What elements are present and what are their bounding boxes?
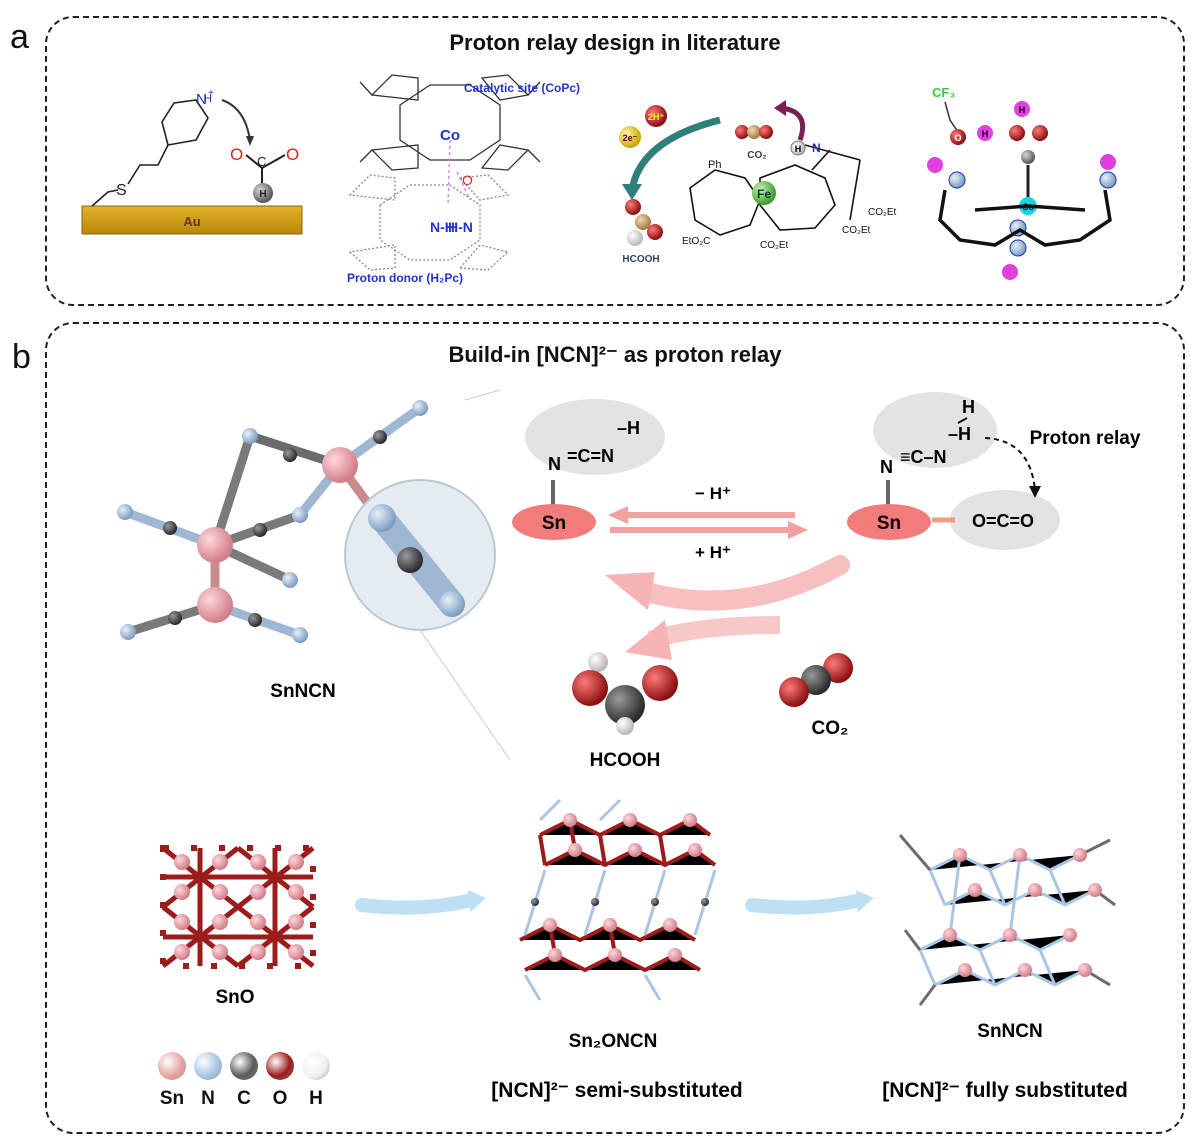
svg-text:CO₂Et: CO₂Et	[868, 207, 897, 218]
proton-donor-label: Proton donor (H₂Pc)	[347, 271, 463, 285]
svg-text:O: O	[954, 133, 961, 143]
au-label: Au	[183, 214, 200, 229]
svg-text:H: H	[982, 129, 989, 139]
svg-text:N: N	[548, 454, 561, 474]
svg-text:N-H: N-H	[430, 219, 455, 235]
svg-text:H: H	[259, 189, 266, 200]
proton-relay-scheme: N =C=N –H N ≡C–N –H H	[512, 392, 1060, 660]
svg-text:2H⁺: 2H⁺	[648, 112, 665, 122]
sn2oncn-label: Sn₂ONCN	[569, 1031, 658, 1052]
snncn-bottom-lattice	[898, 834, 1116, 1006]
svg-text:Ph: Ph	[708, 159, 721, 171]
panel-a-box	[45, 16, 1185, 306]
snncn-top-label: SnNCN	[270, 681, 335, 702]
svg-text:N: N	[812, 141, 821, 155]
minus-h-label: − H⁺	[695, 484, 731, 503]
panel-b-letter: b	[12, 338, 31, 376]
svg-text:H: H	[962, 397, 975, 417]
sn-left-label: Sn	[542, 513, 566, 534]
svg-text:CO₂Et: CO₂Et	[760, 240, 789, 251]
au-pyridinium-structure: Au S N + H O O C H	[81, 88, 303, 235]
panel-a-letter: a	[10, 18, 29, 56]
legend-o-label: O	[272, 1088, 288, 1109]
legend-sn-ball	[158, 1052, 186, 1080]
hcooh-label: HCOOH	[590, 750, 661, 771]
co2-label: CO₂	[812, 718, 849, 739]
co2-double-bond-label: O=C=O	[972, 511, 1034, 531]
sno-label: SnO	[215, 987, 254, 1008]
panel-b-title: Build-in [NCN]²⁻ as proton relay	[448, 342, 782, 367]
arrow-sn2oncn-to-snncn	[745, 893, 867, 915]
svg-text:=C=N: =C=N	[567, 446, 614, 466]
panel-a-graphics: Au S N + H O O C H	[81, 74, 1117, 285]
legend-sn-label: Sn	[159, 1088, 185, 1109]
svg-text:Co: Co	[440, 127, 460, 144]
svg-text:+: +	[208, 88, 214, 99]
legend-n-label: N	[201, 1088, 215, 1109]
snncn-crystal-model	[117, 389, 511, 761]
panel-a-title: Proton relay design in literature	[449, 30, 781, 55]
legend-h-label: H	[309, 1088, 323, 1109]
svg-text:CO₂Et: CO₂Et	[842, 225, 871, 236]
sn2oncn-lattice	[519, 798, 717, 1001]
plus-h-label: + H⁺	[695, 543, 731, 562]
sn-right-label: Sn	[877, 513, 901, 534]
svg-text:2e⁻: 2e⁻	[623, 133, 638, 143]
proton-relay-label: Proton relay	[1030, 428, 1141, 449]
fully-substituted-label: [NCN]²⁻ fully substituted	[882, 1079, 1128, 1102]
svg-text:–H: –H	[948, 424, 971, 444]
svg-text:Fe: Fe	[757, 187, 771, 201]
svg-text:CF₃: CF₃	[932, 85, 955, 100]
hcooh-molecule	[572, 652, 678, 735]
sno-lattice	[160, 845, 316, 969]
legend-n-ball	[194, 1052, 222, 1080]
svg-text:H: H	[1019, 105, 1026, 115]
legend-c-label: C	[237, 1088, 251, 1109]
snncn-bottom-label: SnNCN	[977, 1021, 1042, 1042]
copc-h2pc-structure	[348, 74, 541, 271]
svg-text:C: C	[257, 154, 266, 169]
fe-porphyrin-structure: 2e⁻ 2H⁺ CO₂ HCOOH Fe Ph H N CO₂Et CO₂Et …	[619, 100, 897, 265]
svg-text:–H: –H	[617, 418, 640, 438]
svg-text:N: N	[880, 457, 893, 477]
arrow-sno-to-sn2oncn	[355, 893, 479, 915]
svg-text:N: N	[196, 91, 207, 108]
svg-text:H-N: H-N	[448, 219, 473, 235]
panel-b-box	[45, 322, 1185, 1134]
svg-text:CO₂: CO₂	[747, 150, 766, 161]
catalytic-site-label: Catalytic site (CoPc)	[464, 81, 580, 95]
svg-text:HCOOH: HCOOH	[622, 254, 659, 265]
legend-o-ball	[266, 1052, 294, 1080]
svg-text:H: H	[795, 144, 802, 154]
co-complex-structure: CF₃ O H H Co	[927, 85, 1117, 280]
svg-text:EtO₂C: EtO₂C	[682, 236, 710, 247]
legend-c-ball	[230, 1052, 258, 1080]
svg-text:O: O	[230, 145, 243, 164]
legend-h-ball	[302, 1052, 330, 1080]
svg-text:O: O	[286, 145, 299, 164]
svg-text:S: S	[116, 182, 127, 199]
co2-molecule	[779, 653, 853, 707]
svg-text:O: O	[462, 172, 473, 188]
svg-text:H: H	[204, 93, 212, 105]
svg-text:≡C–N: ≡C–N	[900, 447, 947, 467]
semi-substituted-label: [NCN]²⁻ semi-substituted	[491, 1079, 742, 1102]
